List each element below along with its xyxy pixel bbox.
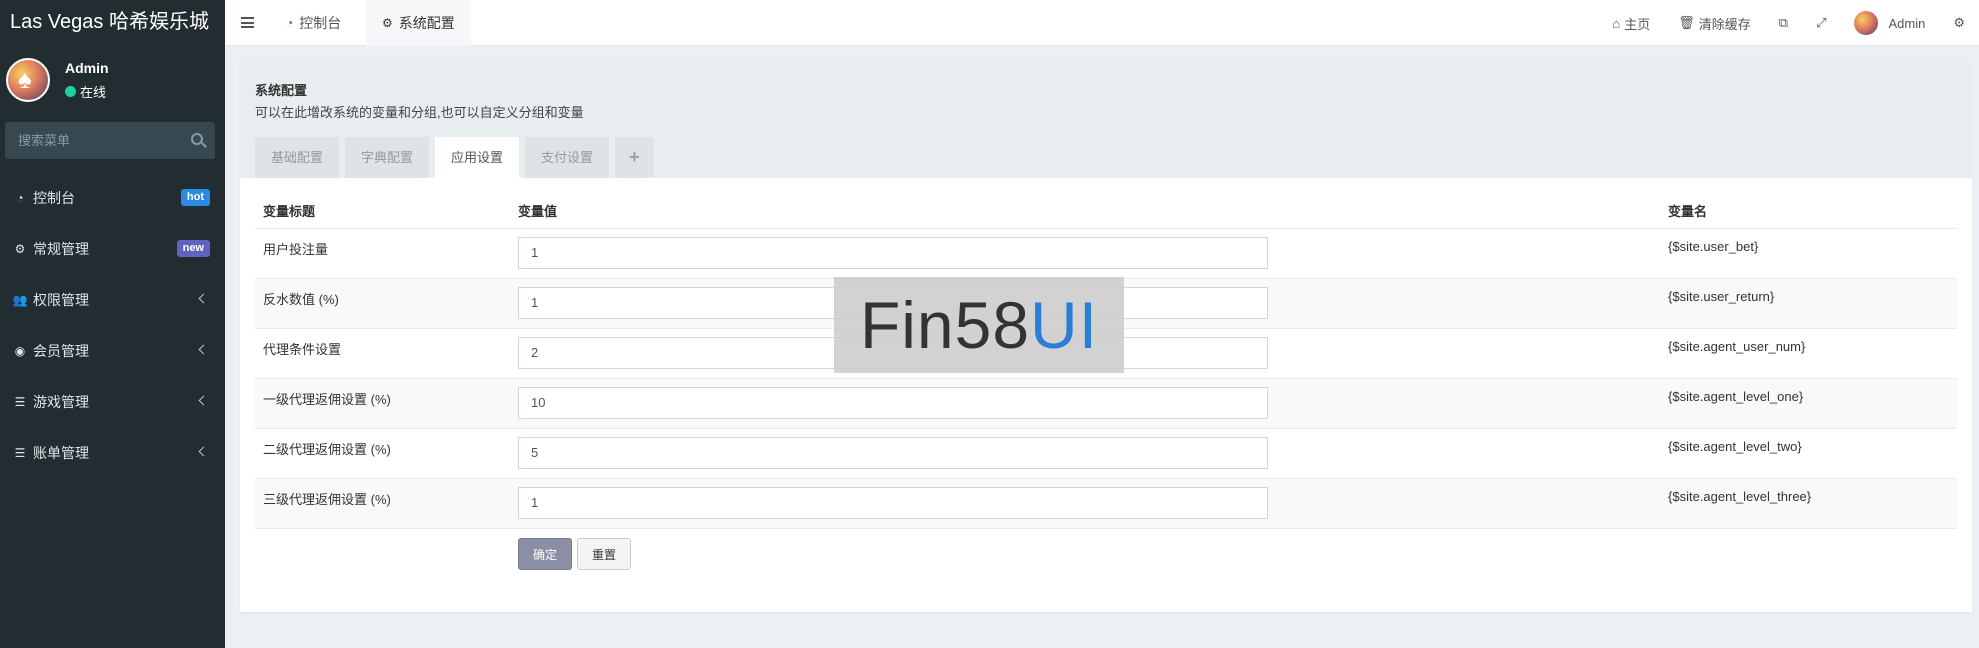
- value-input[interactable]: [518, 486, 1268, 519]
- row-title: 用户投注量: [255, 228, 510, 279]
- sidebar-item-dashboard[interactable]: ◔ 控制台 hot: [0, 172, 225, 223]
- page-title: 系统配置: [255, 83, 308, 98]
- home-label: 主页: [1624, 16, 1651, 32]
- tab-dictionary[interactable]: 字典配置: [345, 137, 430, 178]
- column-header-name: 变量名: [1660, 194, 1957, 229]
- cogs-icon: ⚙: [1953, 15, 1965, 30]
- dashboard-icon: ◔: [16, 190, 24, 205]
- table-row: 用户投注量 {$site.user_bet}: [255, 228, 1957, 279]
- list-icon: ☰: [14, 394, 26, 409]
- sidebar-item-label: 账单管理: [33, 444, 89, 461]
- sidebar-item-general[interactable]: ⚙ 常规管理 new: [0, 223, 225, 274]
- menu-toggle-icon[interactable]: [241, 17, 254, 28]
- chevron-left-icon: [198, 293, 209, 304]
- users-icon: 👥: [12, 292, 28, 307]
- sidebar-item-label: 常规管理: [33, 240, 89, 257]
- home-link[interactable]: ⌂ 主页: [1598, 14, 1664, 33]
- dashboard-icon: ◔: [286, 16, 294, 30]
- chevron-left-icon: [198, 446, 209, 457]
- cogs-icon: ⚙: [14, 241, 26, 256]
- home-icon: ⌂: [1612, 15, 1621, 31]
- tab-dashboard[interactable]: ◔ 控制台: [270, 0, 357, 46]
- chevron-left-icon: [198, 395, 209, 406]
- page-description: 可以在此增改系统的变量和分组,也可以自定义分组和变量: [255, 105, 584, 120]
- table-row: 一级代理返佣设置 (%) {$site.agent_level_one}: [255, 378, 1957, 429]
- sidebar-item-bills[interactable]: ☰ 账单管理: [0, 427, 225, 478]
- sidebar-item-members[interactable]: ◉ 会员管理: [0, 325, 225, 376]
- confirm-button[interactable]: 确定: [518, 538, 573, 570]
- fullscreen-icon: ⤢: [1816, 15, 1827, 30]
- sidebar: Las Vegas 哈希娱乐城 Admin 在线 ◔ 控制台 hot ⚙ 常规管…: [0, 0, 225, 648]
- gear-icon: ⚙: [382, 16, 393, 30]
- user-status-label: 在线: [80, 85, 107, 100]
- sidebar-search: [5, 122, 215, 159]
- sidebar-item-permissions[interactable]: 👥 权限管理: [0, 274, 225, 325]
- column-header-title: 变量标题: [255, 194, 510, 229]
- tab-system-config[interactable]: ⚙ 系统配置: [366, 0, 471, 46]
- add-tab-button[interactable]: +: [615, 137, 654, 178]
- row-variable-name: {$site.agent_level_two}: [1660, 428, 1957, 479]
- tab-label: 系统配置: [398, 15, 455, 31]
- column-header-value: 变量值: [510, 194, 1660, 229]
- chevron-left-icon: [198, 344, 209, 355]
- tab-basic[interactable]: 基础配置: [255, 137, 340, 178]
- settings-button[interactable]: ⚙: [1939, 15, 1979, 31]
- fullscreen-button[interactable]: ⤢: [1802, 15, 1840, 31]
- clear-cache-link[interactable]: 🗑 清除缓存: [1664, 14, 1765, 33]
- user-name: Admin: [65, 60, 109, 76]
- online-dot-icon: [65, 86, 76, 97]
- row-title: 二级代理返佣设置 (%): [255, 428, 510, 479]
- top-right-nav: ⌂ 主页 🗑 清除缓存 ⧉ ⤢ Admin ⚙: [1598, 0, 1979, 46]
- row-title: 代理条件设置: [255, 328, 510, 379]
- top-bar: ◔ 控制台 ⚙ 系统配置 ⌂ 主页 🗑 清除缓存 ⧉ ⤢ Admin ⚙: [225, 0, 1979, 46]
- user-status: 在线: [65, 82, 106, 101]
- reset-button[interactable]: 重置: [577, 538, 632, 570]
- row-variable-name: {$site.agent_level_three}: [1660, 478, 1957, 529]
- value-input[interactable]: [518, 386, 1268, 419]
- search-input[interactable]: [5, 122, 175, 159]
- user-panel: Admin 在线: [0, 46, 225, 116]
- value-input[interactable]: [518, 436, 1268, 469]
- new-badge: new: [176, 240, 210, 257]
- watermark-accent: UI: [1030, 288, 1099, 362]
- admin-label: Admin: [1888, 15, 1926, 31]
- table-row: 二级代理返佣设置 (%) {$site.agent_level_two}: [255, 428, 1957, 479]
- sidebar-item-label: 游戏管理: [33, 393, 89, 410]
- form-actions: 确定 重置: [518, 538, 632, 570]
- tab-payment[interactable]: 支付设置: [525, 137, 610, 178]
- tab-label: 控制台: [299, 15, 342, 31]
- user-circle-icon: ◉: [14, 343, 26, 358]
- row-title: 反水数值 (%): [255, 278, 510, 329]
- row-title: 一级代理返佣设置 (%): [255, 378, 510, 429]
- tab-app-settings[interactable]: 应用设置: [435, 137, 520, 178]
- sidebar-item-label: 权限管理: [33, 291, 89, 308]
- config-tabs: 基础配置 字典配置 应用设置 支付设置 +: [255, 137, 654, 178]
- value-input[interactable]: [518, 236, 1268, 269]
- row-variable-name: {$site.user_return}: [1660, 278, 1957, 329]
- language-icon: ⧉: [1778, 15, 1789, 30]
- list-icon: ☰: [14, 445, 26, 460]
- sidebar-item-label: 控制台: [33, 189, 75, 206]
- avatar: [1854, 11, 1879, 35]
- search-icon[interactable]: [191, 133, 203, 145]
- row-variable-name: {$site.user_bet}: [1660, 228, 1957, 279]
- clear-cache-label: 清除缓存: [1698, 16, 1751, 32]
- language-button[interactable]: ⧉: [1765, 15, 1802, 31]
- watermark-text: Fin58: [859, 288, 1031, 362]
- brand-title[interactable]: Las Vegas 哈希娱乐城: [0, 0, 225, 46]
- admin-menu[interactable]: Admin: [1840, 11, 1939, 35]
- panel-header: 系统配置 可以在此增改系统的变量和分组,也可以自定义分组和变量 基础配置 字典配…: [240, 62, 1972, 178]
- hot-badge: hot: [180, 189, 210, 206]
- avatar: [6, 58, 50, 102]
- sidebar-menu: ◔ 控制台 hot ⚙ 常规管理 new 👥 权限管理 ◉ 会员管理 ☰ 游戏管…: [0, 172, 225, 478]
- row-title: 三级代理返佣设置 (%): [255, 478, 510, 529]
- trash-icon: 🗑: [1678, 15, 1695, 30]
- row-variable-name: {$site.agent_level_one}: [1660, 378, 1957, 429]
- sidebar-item-games[interactable]: ☰ 游戏管理: [0, 376, 225, 427]
- row-variable-name: {$site.agent_user_num}: [1660, 328, 1957, 379]
- table-row: 三级代理返佣设置 (%) {$site.agent_level_three}: [255, 478, 1957, 529]
- sidebar-item-label: 会员管理: [33, 342, 89, 359]
